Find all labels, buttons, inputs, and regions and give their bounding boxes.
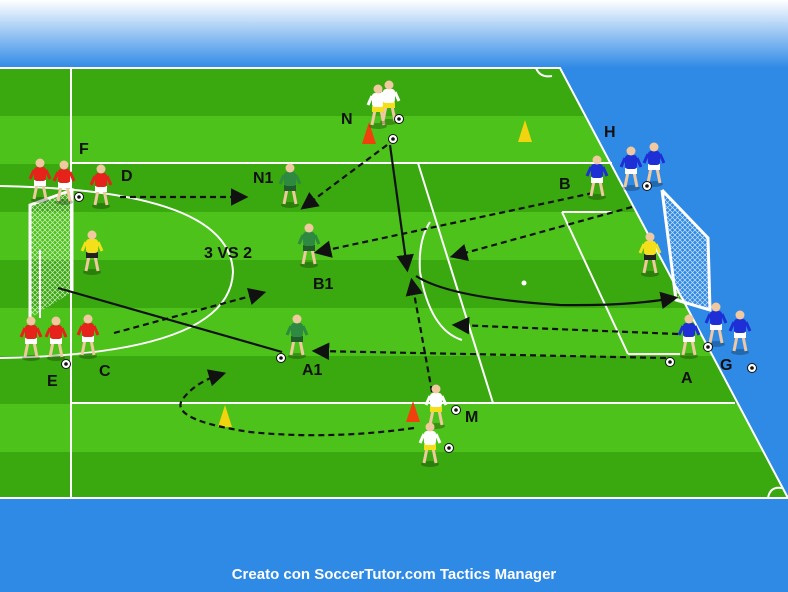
footer-background xyxy=(0,498,788,592)
player-n-2 xyxy=(377,80,401,125)
arrow-keeper-pass xyxy=(57,286,283,354)
player-g-2 xyxy=(728,310,752,355)
player-b xyxy=(585,155,609,200)
players xyxy=(19,80,757,467)
penalty-arc xyxy=(418,221,463,341)
label-c: C xyxy=(99,363,111,380)
movement-arrows xyxy=(57,144,679,437)
label-3vs2: 3 VS 2 xyxy=(204,245,252,262)
ball-g-2 xyxy=(747,363,757,373)
arrow-n-to-b1 xyxy=(300,144,388,210)
arrow-m-curve xyxy=(179,369,415,437)
ball-e xyxy=(61,359,71,369)
player-h-2 xyxy=(642,142,666,187)
cone-yellow-bottom xyxy=(218,405,232,427)
cone-red-bottom xyxy=(406,401,420,422)
player-h-1 xyxy=(619,146,643,191)
arrow-a-to-a1 xyxy=(311,342,667,361)
corner-arc-bottom xyxy=(767,486,783,499)
label-n1: N1 xyxy=(253,170,274,187)
right-goal xyxy=(660,188,712,313)
label-m: M xyxy=(465,409,478,426)
arrow-b-run xyxy=(449,205,633,261)
ball-m-2 xyxy=(444,443,454,453)
keeper-left xyxy=(80,230,104,275)
label-b1: B1 xyxy=(313,276,334,293)
player-f-1 xyxy=(28,158,52,203)
ball-a1 xyxy=(276,353,286,363)
label-n: N xyxy=(341,111,353,128)
player-e-1 xyxy=(19,316,43,361)
goal-area-line xyxy=(561,211,629,355)
player-e-2 xyxy=(44,316,68,361)
label-a1: A1 xyxy=(302,362,323,379)
label-g: G xyxy=(720,357,732,374)
cone-red-top xyxy=(362,122,376,144)
player-c xyxy=(76,314,100,359)
player-n1 xyxy=(278,163,302,208)
label-a: A xyxy=(681,370,693,387)
arrow-shot xyxy=(415,275,679,310)
player-f-2 xyxy=(52,160,76,205)
arrow-c-run xyxy=(113,287,267,335)
arrow-a-run xyxy=(451,316,679,336)
ball-n-2 xyxy=(388,134,398,144)
penalty-area-line xyxy=(417,162,494,404)
label-h: H xyxy=(604,124,616,141)
player-m-2 xyxy=(418,422,442,467)
ball-n-1 xyxy=(394,114,404,124)
label-b: B xyxy=(559,176,571,193)
player-a xyxy=(677,314,701,359)
player-b1 xyxy=(297,223,321,268)
label-f: F xyxy=(79,141,89,158)
left-goal xyxy=(28,187,74,318)
player-labels: F D E C N N1 B1 A1 M H B A G 3 VS 2 xyxy=(47,111,732,426)
ball-g-1 xyxy=(703,342,713,352)
ball-a xyxy=(665,357,675,367)
penalty-spot xyxy=(521,280,527,286)
sky-background xyxy=(0,0,788,68)
ball-h xyxy=(642,181,652,191)
player-d xyxy=(89,164,113,209)
arrow-b-to-b1 xyxy=(313,191,594,258)
ball-d xyxy=(74,192,84,202)
cone-yellow-top xyxy=(518,120,532,142)
arrow-m-to-center xyxy=(405,277,434,393)
ball-m-1 xyxy=(451,405,461,415)
corner-arc-top xyxy=(535,67,553,78)
footer-credit: Creato con SoccerTutor.com Tactics Manag… xyxy=(231,566,557,583)
keeper-right xyxy=(638,232,662,277)
label-d: D xyxy=(121,168,133,185)
player-a1 xyxy=(285,314,309,359)
label-e: E xyxy=(47,373,58,390)
arrow-n-pass xyxy=(388,144,414,273)
